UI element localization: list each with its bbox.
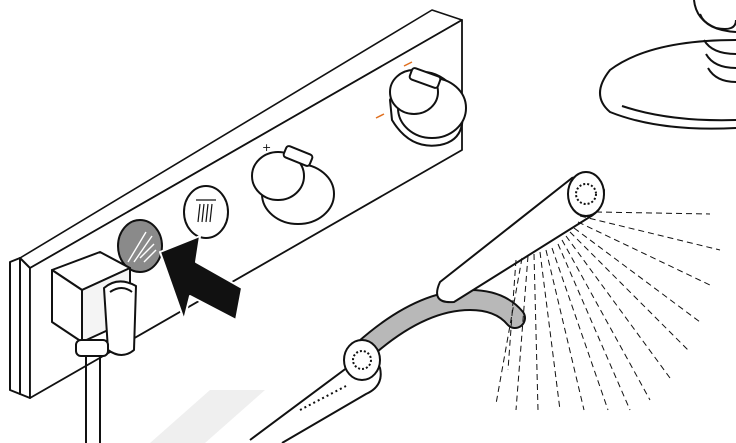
- overhead-shower-button: [184, 186, 228, 238]
- hand-shower: [437, 172, 604, 302]
- hand-shower-resting: [250, 340, 381, 443]
- thermostat-plus-mark: +: [262, 141, 271, 154]
- background-diagonal: [150, 390, 265, 443]
- ceiling-shower-head: [600, 0, 736, 129]
